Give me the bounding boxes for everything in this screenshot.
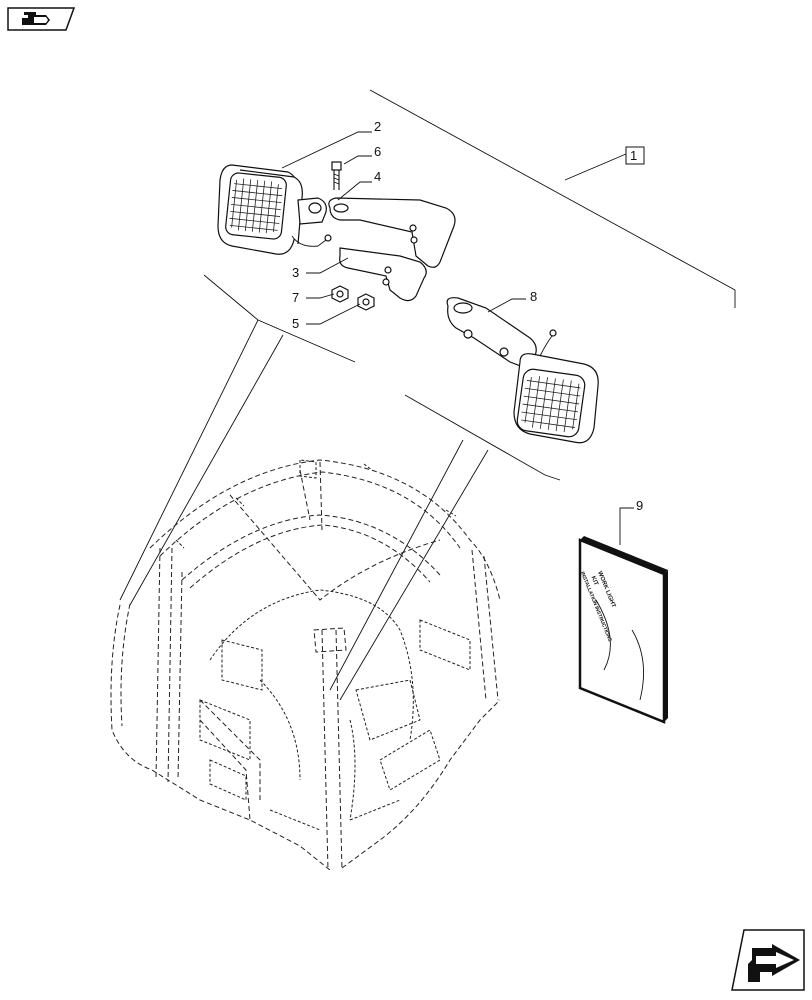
- installation-manual: WORK LIGHT KIT INSTALLATION INSTRUCTIONS: [578, 536, 668, 724]
- callout-numbers: 2 6 4 3 7 5 8 9: [292, 119, 643, 513]
- work-light-right-with-bracket: [446, 297, 599, 444]
- callout-1: 1: [625, 146, 645, 165]
- callout-label: 1: [630, 148, 637, 163]
- callout-2: 2: [374, 119, 381, 134]
- callout-3: 3: [292, 265, 299, 280]
- next-page-arrow-icon[interactable]: [731, 929, 805, 991]
- callout-6: 6: [374, 144, 381, 159]
- kit-leader-lines: [119, 89, 736, 701]
- bracket-lower: [339, 247, 427, 302]
- nut-item-5: [357, 293, 375, 311]
- callout-leaders: [281, 131, 634, 545]
- cab-frame: [110, 459, 501, 871]
- manual-title-line-2: KIT: [589, 575, 598, 587]
- work-light-left: [217, 164, 332, 255]
- callout-8: 8: [530, 289, 537, 304]
- callout-4: 4: [374, 169, 381, 184]
- callout-9: 9: [636, 498, 643, 513]
- callout-5: 5: [292, 316, 299, 331]
- nut-item-7: [331, 285, 349, 303]
- previous-page-arrow-icon[interactable]: [7, 7, 76, 31]
- bolt: [331, 161, 342, 190]
- bracket-upper: [328, 197, 456, 268]
- callout-7: 7: [292, 290, 299, 305]
